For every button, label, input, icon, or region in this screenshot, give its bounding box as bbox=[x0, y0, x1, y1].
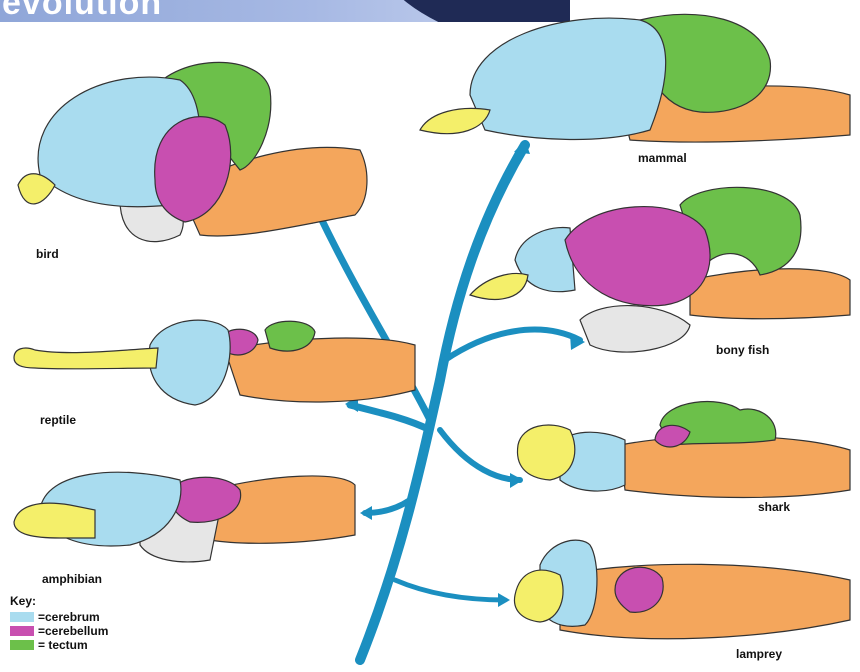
reptile-brain bbox=[14, 320, 415, 405]
shark-label: shark bbox=[758, 500, 790, 514]
reptile-label: reptile bbox=[40, 413, 76, 427]
cerebrum-swatch bbox=[10, 612, 34, 622]
bird-label: bird bbox=[36, 247, 59, 261]
mammal-label: mammal bbox=[638, 151, 687, 165]
key-row-tectum: = tectum bbox=[10, 638, 108, 652]
key-label-cerebrum: =cerebrum bbox=[38, 610, 100, 624]
key-label-tectum: = tectum bbox=[38, 638, 88, 652]
mammal-brain bbox=[420, 14, 850, 142]
bony-fish-label: bony fish bbox=[716, 343, 769, 357]
bird-brain bbox=[18, 62, 367, 241]
amphibian-brain bbox=[14, 472, 355, 562]
shark-brain bbox=[517, 402, 850, 498]
cerebellum-swatch bbox=[10, 626, 34, 636]
key-label-cerebellum: =cerebellum bbox=[38, 624, 108, 638]
amphibian-label: amphibian bbox=[42, 572, 102, 586]
key-title: Key: bbox=[10, 594, 108, 608]
lamprey-label: lamprey bbox=[736, 647, 782, 661]
tectum-swatch bbox=[10, 640, 34, 650]
key-row-cerebellum: =cerebellum bbox=[10, 624, 108, 638]
color-key: Key: =cerebrum =cerebellum = tectum bbox=[10, 594, 108, 652]
lamprey-brain bbox=[514, 540, 850, 639]
key-row-cerebrum: =cerebrum bbox=[10, 610, 108, 624]
